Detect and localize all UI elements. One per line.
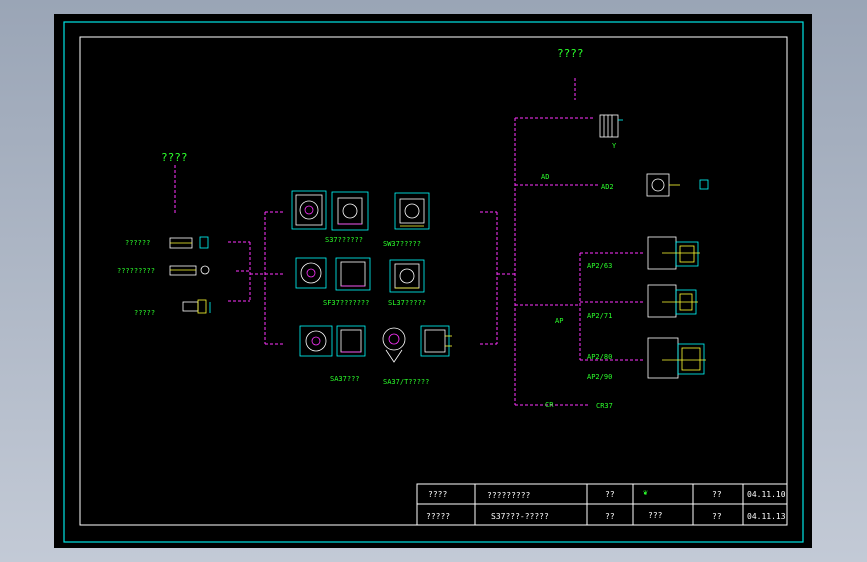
label-cr: CR [545,401,554,409]
tb-r2-c2: S37???-????? [491,512,549,521]
label-y: Y [612,142,617,150]
label-ap63: AP2/63 [587,262,613,270]
left-header: ???? [161,151,188,164]
top-right-header: ???? [557,47,584,60]
tb-r2-c5: ?? [712,512,722,521]
label-sa37t: SA37/T????? [383,378,430,386]
label-sw37: SW37????? [383,240,421,248]
tb-r2-c6: 04.11.13 [747,512,786,521]
label-ad2: AD2 [601,183,614,191]
left-label-2: ????????? [117,267,155,275]
gearbox-sa37t [382,325,452,363]
left-label-3: ????? [134,309,156,317]
left-label-1: ?????? [125,239,151,247]
tb-r1-c3: ?? [605,490,615,499]
title-block [416,483,788,526]
y-adapter-component [599,114,623,138]
outer-frame [63,21,804,543]
connector-lines [174,78,645,406]
tb-r1-c6: 04.11.10 [747,490,786,499]
label-ap90: AP2/90 [587,373,613,381]
tb-r2-c4: ??? [648,511,663,520]
center-components [291,190,452,363]
tb-r1-c4-logo-icon: ❦ [643,488,648,497]
ad2-component [646,173,709,197]
gearbox-s37 [291,190,369,231]
ap80-component [647,337,706,379]
gearbox-sl37 [389,259,425,293]
tb-r2-c3: ?? [605,512,615,521]
ap71-component [647,284,698,318]
label-ap: AP [555,317,564,325]
label-sa37: SA37??? [330,375,360,383]
ap63-component [647,236,700,270]
label-ad: AD [541,173,550,181]
label-ap71: AP2/71 [587,312,613,320]
label-sl37: SL37????? [388,299,426,307]
gearbox-sa37 [299,325,366,357]
left-components [169,236,211,314]
label-s37: S37?????? [325,236,363,244]
gearbox-sf37 [295,257,371,291]
tb-r1-c5: ?? [712,490,722,499]
label-sf37: SF37??????? [323,299,370,307]
right-components [599,114,709,379]
label-cr37: CR37 [596,402,613,410]
drawing-sheet [54,14,812,548]
hollow-shaft-component [169,265,197,276]
gearbox-sw37 [394,192,430,230]
tb-r2-c1: ????? [426,512,451,521]
tb-r1-c2: ????????? [487,491,531,500]
tb-r1-c1: ???? [428,490,448,499]
label-ap80: AP2/80 [587,353,613,361]
